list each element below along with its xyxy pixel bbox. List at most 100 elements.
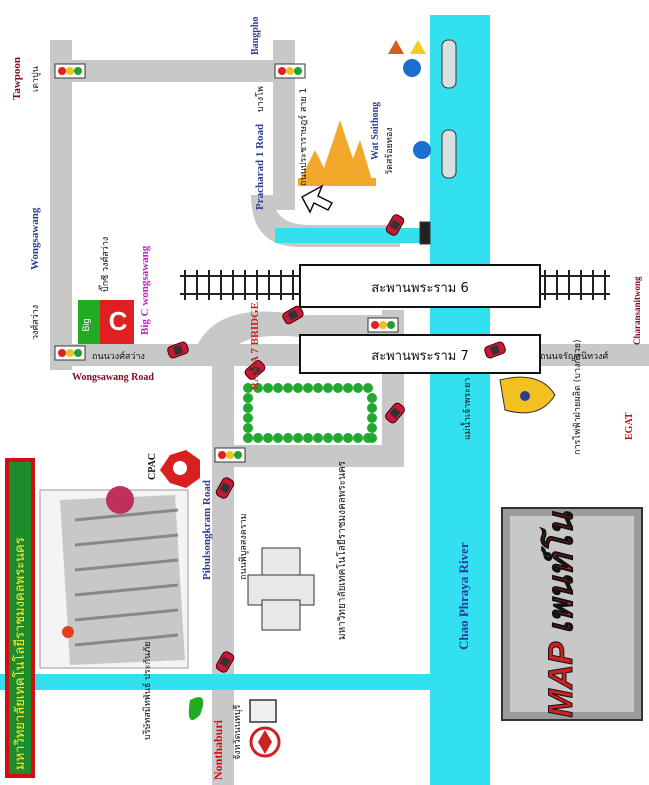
tree-icon <box>343 383 353 393</box>
egat-logo <box>499 376 556 414</box>
tree-icon <box>243 393 253 403</box>
label-tawpoon-th: เตาปูน <box>31 66 41 92</box>
tree-icon <box>353 433 363 443</box>
tree-icon <box>303 383 313 393</box>
tree-icon <box>323 433 333 443</box>
car-icon <box>282 305 304 325</box>
label-nonthaburi: Nonthaburi <box>211 719 225 780</box>
car-icon <box>484 341 506 359</box>
tree-icon <box>323 383 333 393</box>
label-egat: EGAT <box>624 412 635 440</box>
bigc-logo-text: Big <box>81 318 91 331</box>
ship-icon <box>419 221 431 245</box>
university-building <box>247 547 315 631</box>
road-pracharad <box>273 40 295 210</box>
tree-icon <box>243 413 253 423</box>
label-insurance: บริษัทสมิทพันธ์ ประกันภัย <box>141 642 153 740</box>
boat-icon <box>413 141 431 159</box>
tree-icon <box>367 433 377 443</box>
traffic-light-icon <box>214 447 246 463</box>
map-title: MAP เพนท์โน <box>540 511 580 718</box>
tree-icon <box>293 433 303 443</box>
train-track <box>180 270 610 300</box>
park-trees <box>240 383 380 445</box>
label-wongsawang: Wongsawang <box>29 207 41 270</box>
tree-icon <box>367 423 377 433</box>
label-charansanitwong-th: ถนนจรัญสนิทวงศ์ <box>540 350 609 362</box>
traffic-light-icon <box>54 345 86 361</box>
label-wongsawang-road: Wongsawang Road <box>72 372 154 383</box>
cpac-logo <box>160 450 200 488</box>
label-river: Chao Phraya River <box>456 542 471 650</box>
river-main <box>430 15 490 785</box>
tree-icon <box>367 393 377 403</box>
boat-icon <box>403 59 421 77</box>
tree-icon <box>313 383 323 393</box>
tree-icon <box>333 433 343 443</box>
bridge-rama7-label: สะพานพระราม 7 <box>371 349 468 364</box>
tree-icon <box>243 403 253 413</box>
label-egat-th: การไฟฟ้าฝ่ายผลิต (บางกรวย) <box>572 339 583 455</box>
car-icon <box>167 341 189 359</box>
label-rama7-bridge: RAMA 7 BRIDGE <box>249 302 261 390</box>
university-photo <box>39 486 189 669</box>
car-icon <box>244 360 266 380</box>
bridge-rama6-label: สะพานพระราม 6 <box>371 281 468 296</box>
label-pracharad: Pracharad 1 Road <box>254 124 266 210</box>
labels: Tawpoon เตาปูน Bangpho บางโพ Pracharad 1… <box>11 17 642 780</box>
cars <box>167 214 506 673</box>
traffic-light-icon <box>274 63 306 79</box>
tree-icon <box>283 383 293 393</box>
tree-icon <box>353 383 363 393</box>
map-title-block: MAP เพนท์โน <box>501 507 643 721</box>
label-bigc-th: บิ๊กซี วงศ์สว่าง <box>98 237 111 292</box>
boat-icons <box>388 40 431 159</box>
traffic-light-icon <box>367 317 399 333</box>
traffic-lights <box>54 63 399 463</box>
car-icon <box>215 651 235 673</box>
ship-icon <box>441 39 457 89</box>
tree-icon <box>243 423 253 433</box>
road-top-horizontal <box>50 60 295 82</box>
bigc-logo-c: C <box>109 306 128 336</box>
label-river-th: แม่น้ำเจ้าพระยา <box>460 378 473 440</box>
triangle-warning-icon <box>410 40 426 54</box>
label-cpac: CPAC <box>147 453 158 480</box>
label-tawpoon: Tawpoon <box>11 57 23 100</box>
car-icon <box>385 214 405 236</box>
caltex-logo <box>249 726 281 758</box>
road-pibulsongkram <box>212 344 234 785</box>
tree-icon <box>253 433 263 443</box>
banner-text: มหาวิทยาลัยเทคโนโลยีราชมงคลพระนคร <box>12 537 28 770</box>
label-pracharad-th: ถนนประชาราษฎร์ สาย 1 <box>297 88 309 186</box>
label-nonthaburi-th: จังหวัดนนทบุรี <box>232 705 243 760</box>
label-wongsawang-th: วงศ์สว่าง <box>29 305 41 340</box>
tree-icon <box>253 383 263 393</box>
canal-upper <box>275 228 435 243</box>
road-left-vertical <box>50 40 72 370</box>
tree-icon <box>303 433 313 443</box>
bigc-logo: Big C <box>78 300 134 344</box>
tree-icon <box>367 403 377 413</box>
tree-icon <box>367 413 377 423</box>
label-wat-soithong: Wat Soithong <box>370 102 381 160</box>
triangle-warning-icon <box>388 40 404 54</box>
label-wat-soithong-th: วัดสร้อยทอง <box>384 127 395 175</box>
tree-icon <box>363 383 373 393</box>
university-banner: มหาวิทยาลัยเทคโนโลยีราชมงคลพระนคร <box>5 458 35 778</box>
tree-icon <box>333 383 343 393</box>
car-icon <box>215 477 235 499</box>
label-bangpho: Bangpho <box>250 17 261 55</box>
tree-icon <box>263 433 273 443</box>
canal-lower <box>0 674 440 690</box>
car-icon <box>385 402 405 424</box>
chao-phraya-river <box>0 15 490 785</box>
tree-icon <box>293 383 303 393</box>
label-university: มหาวิทยาลัยเทคโนโลยีราชมงคลพระนคร <box>335 460 348 640</box>
label-pibulsongkram-th: ถนนพิบูลสงคราม <box>238 513 249 580</box>
label-wongsawang-road-th: ถนนวงศ์สว่าง <box>92 350 145 362</box>
label-pibulsongkram: Pibulsongkram Road <box>201 480 213 580</box>
label-charansanitwong: Charansanitwong <box>632 276 642 345</box>
